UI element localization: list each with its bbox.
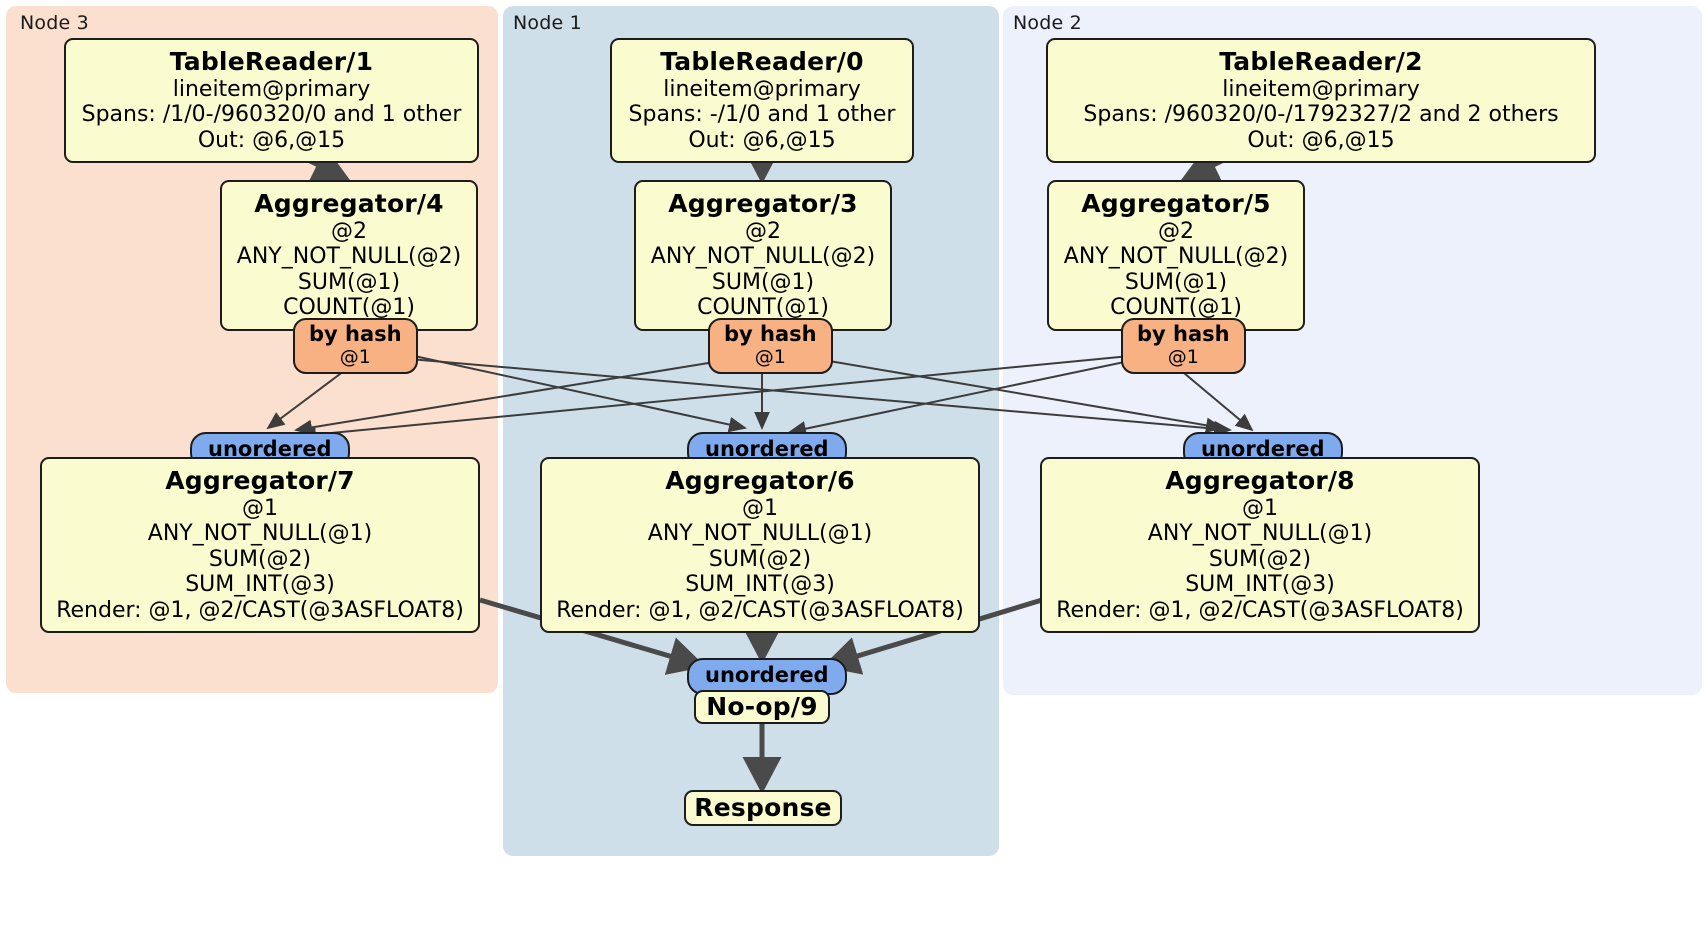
processor-tablereader-1[interactable]: TableReader/1 lineitem@primary Spans: /1… [64,38,479,164]
stream-title: unordered [1201,437,1325,461]
router-by-hash-5[interactable]: by hash @1 [1121,318,1246,374]
processor-line: SUM(@2) [708,546,812,572]
stream-title: unordered [705,437,829,461]
processor-line: Out: @6,@15 [1247,127,1395,153]
stream-title: unordered [705,663,829,687]
processor-aggregator-4[interactable]: Aggregator/4 @2 ANY_NOT_NULL(@2) SUM(@1)… [220,180,478,331]
processor-aggregator-8[interactable]: Aggregator/8 @1 ANY_NOT_NULL(@1) SUM(@2)… [1040,457,1480,634]
processor-line: @1 [742,495,778,521]
router-title: by hash [309,322,402,346]
processor-line: ANY_NOT_NULL(@1) [647,521,873,547]
processor-line: ANY_NOT_NULL(@1) [1147,521,1373,547]
processor-line: COUNT(@1) [697,295,829,321]
processor-line: SUM(@2) [1208,546,1312,572]
processor-line: Spans: -/1/0 and 1 other [628,102,896,128]
processor-line: Spans: /960320/0-/1792327/2 and 2 others [1083,102,1559,128]
router-title: by hash [1137,322,1230,346]
processor-line: COUNT(@1) [283,295,415,321]
processor-line: Render: @1, @2/CAST(@3ASFLOAT8) [56,597,464,623]
processor-title: TableReader/0 [660,47,864,76]
processor-response[interactable]: Response [684,790,842,826]
processor-title: Aggregator/6 [665,466,855,495]
stream-title: unordered [208,437,332,461]
node-panel-label-node3: Node 3 [20,12,89,34]
processor-line: ANY_NOT_NULL(@2) [236,244,462,270]
processor-line: SUM_INT(@3) [185,572,335,598]
processor-line: @1 [1242,495,1278,521]
processor-line: ANY_NOT_NULL(@1) [147,521,373,547]
processor-line: SUM_INT(@3) [1185,572,1335,598]
processor-line: SUM(@2) [208,546,312,572]
processor-title: No-op/9 [706,691,818,721]
processor-aggregator-5[interactable]: Aggregator/5 @2 ANY_NOT_NULL(@2) SUM(@1)… [1047,180,1305,331]
processor-title: TableReader/1 [169,47,374,76]
processor-title: TableReader/2 [1219,47,1423,76]
processor-line: COUNT(@1) [1110,295,1242,321]
processor-title: Aggregator/7 [165,466,355,495]
processor-line: SUM(@1) [297,269,401,295]
processor-line: lineitem@primary [663,76,861,102]
processor-tablereader-2[interactable]: TableReader/2 lineitem@primary Spans: /9… [1046,38,1596,164]
processor-line: SUM(@1) [1124,269,1228,295]
node-panel-label-node2: Node 2 [1013,12,1082,34]
router-subtitle: @1 [1167,345,1199,368]
node-panel-label-node1: Node 1 [513,12,582,34]
processor-line: Out: @6,@15 [688,127,836,153]
router-subtitle: @1 [754,345,786,368]
processor-line: Out: @6,@15 [197,127,346,153]
processor-line: Spans: /1/0-/960320/0 and 1 other [81,102,462,128]
processor-title: Response [694,792,832,822]
processor-line: @2 [1158,218,1194,244]
processor-no-op-9[interactable]: No-op/9 [694,690,830,724]
processor-line: @2 [331,218,367,244]
processor-line: lineitem@primary [1222,76,1420,102]
router-by-hash-3[interactable]: by hash @1 [708,318,833,374]
processor-aggregator-6[interactable]: Aggregator/6 @1 ANY_NOT_NULL(@1) SUM(@2)… [540,457,980,634]
processor-title: Aggregator/5 [1081,189,1271,218]
router-subtitle: @1 [339,345,371,368]
processor-line: SUM(@1) [711,269,815,295]
processor-line: ANY_NOT_NULL(@2) [1063,244,1289,270]
processor-aggregator-3[interactable]: Aggregator/3 @2 ANY_NOT_NULL(@2) SUM(@1)… [634,180,892,331]
processor-line: ANY_NOT_NULL(@2) [650,244,876,270]
processor-title: Aggregator/4 [254,189,444,218]
processor-title: Aggregator/3 [668,189,858,218]
processor-line: Render: @1, @2/CAST(@3ASFLOAT8) [556,597,964,623]
stream-unordered-9[interactable]: unordered [687,658,847,695]
processor-line: @1 [242,495,278,521]
processor-line: Render: @1, @2/CAST(@3ASFLOAT8) [1056,597,1464,623]
processor-line: SUM_INT(@3) [685,572,835,598]
processor-tablereader-0[interactable]: TableReader/0 lineitem@primary Spans: -/… [610,38,914,164]
processor-title: Aggregator/8 [1165,466,1355,495]
router-title: by hash [724,322,817,346]
processor-aggregator-7[interactable]: Aggregator/7 @1 ANY_NOT_NULL(@1) SUM(@2)… [40,457,480,634]
processor-line: @2 [745,218,781,244]
processor-line: lineitem@primary [172,76,371,102]
router-by-hash-4[interactable]: by hash @1 [293,318,418,374]
